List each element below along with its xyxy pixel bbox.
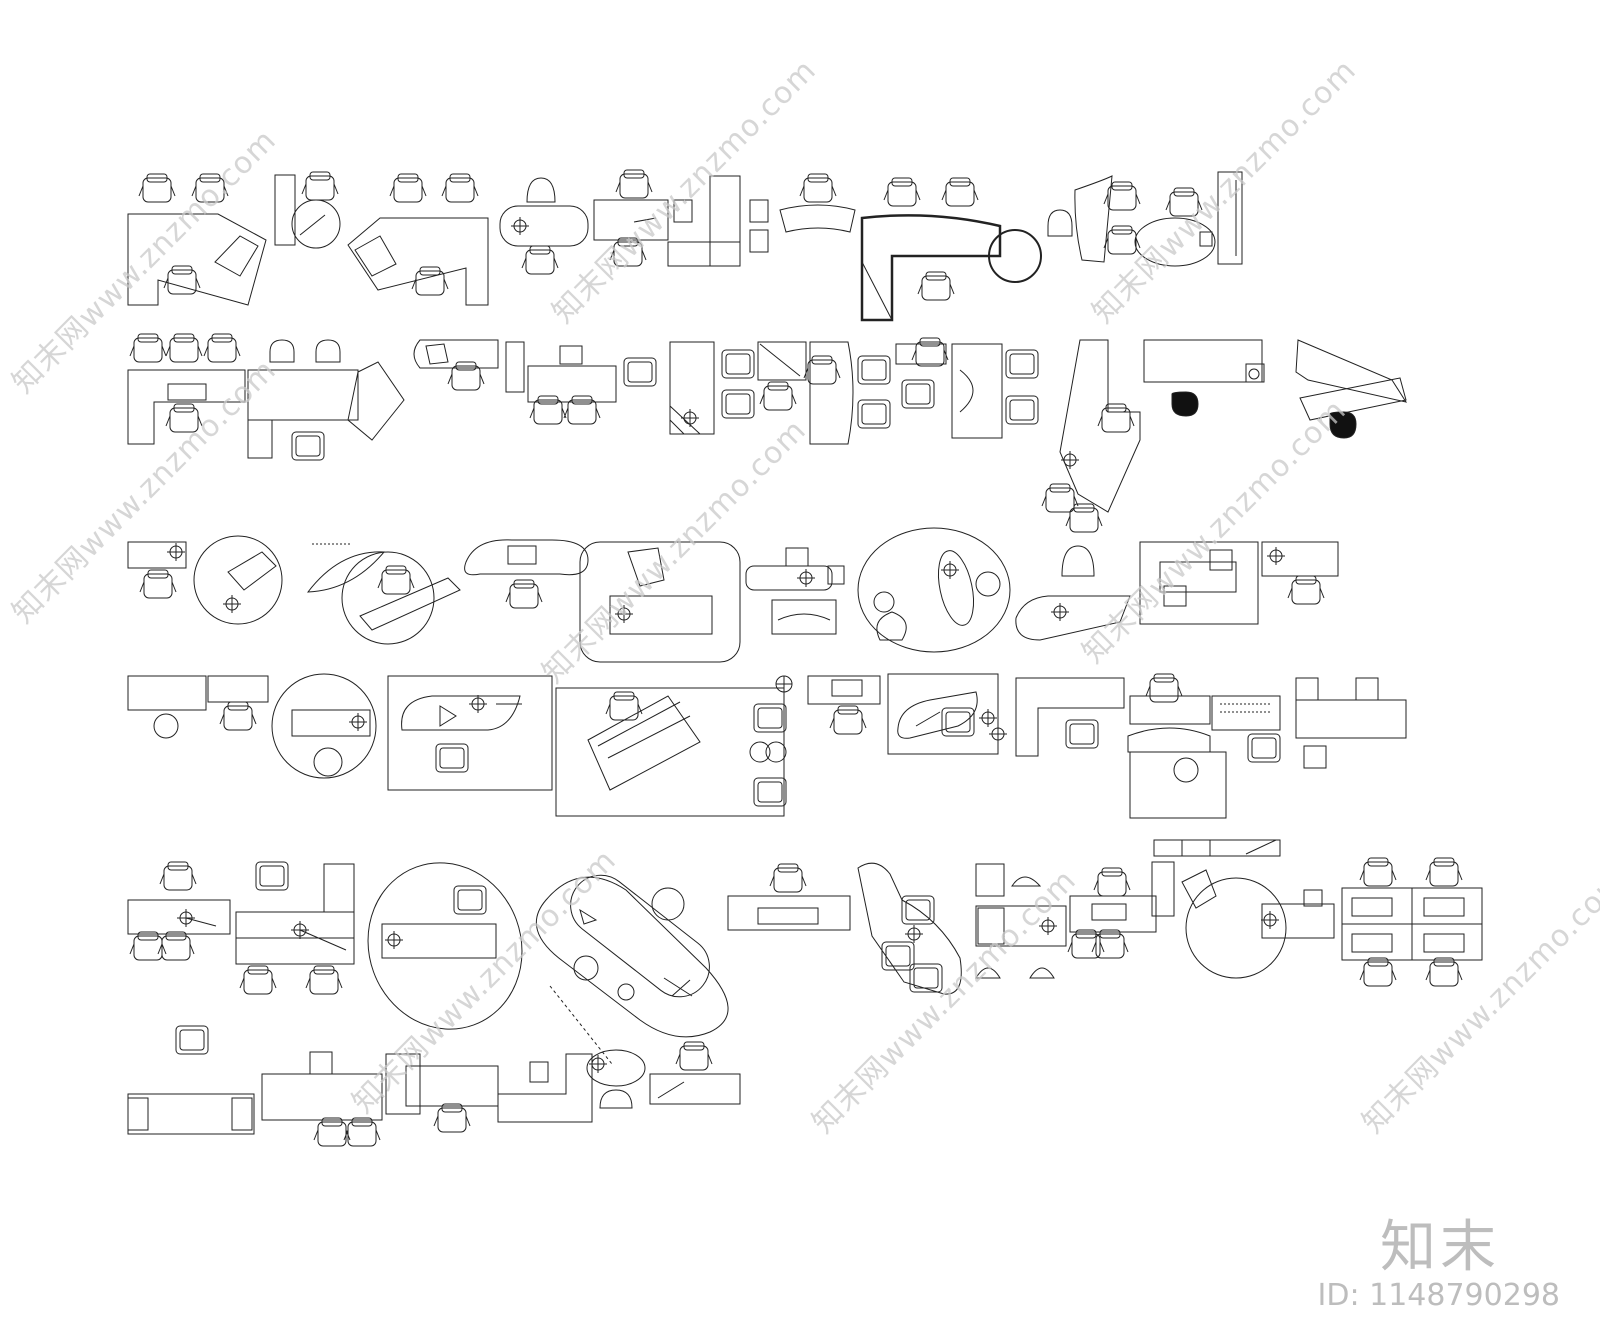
block-sofa-meeting	[1128, 673, 1281, 818]
block-desk-room	[1140, 542, 1338, 624]
block-angled-reception	[1016, 546, 1130, 640]
block-long-diagonal-desk	[1041, 340, 1140, 533]
block-sofa-desk	[746, 548, 844, 634]
block-large-lounge-room	[556, 676, 792, 816]
block-rounded-desk	[414, 340, 498, 391]
block-reception-desk	[128, 333, 245, 444]
block-oval-meeting	[1135, 172, 1242, 266]
block-oval-table-room	[888, 674, 1008, 754]
block-oval-office	[345, 841, 545, 1051]
block-lounge-desk	[623, 342, 755, 434]
block-workstation-cluster	[236, 861, 354, 995]
block-meeting-desk	[857, 337, 1039, 438]
block-l-workstation	[1016, 678, 1124, 756]
block-organic-desk	[858, 863, 961, 994]
image-id-label: ID: 1148790298	[1317, 1278, 1560, 1313]
block-quad-workstation	[1342, 857, 1482, 987]
block-narrow-desk	[808, 676, 880, 735]
block-executive-l-desk-bold	[862, 177, 1041, 320]
block-offset-desk	[386, 1054, 498, 1133]
block-straight-desk-dark-chair	[1144, 340, 1264, 416]
block-curved-exec-desk	[758, 342, 853, 444]
block-l-desk-small	[498, 1054, 592, 1122]
block-circle-room-3	[272, 674, 376, 778]
block-desk-with-pedestals	[128, 1025, 254, 1134]
block-long-desk-4	[262, 1052, 382, 1147]
brand-logo: 知末	[1380, 1215, 1500, 1280]
block-desk-with-side	[506, 342, 616, 425]
block-circle-room-2	[342, 552, 460, 644]
block-angled-desk	[248, 340, 404, 461]
block-twin-desks	[128, 676, 268, 738]
block-leaf-table	[308, 544, 384, 592]
block-cabinet-desk	[668, 176, 768, 266]
block-curved-desk	[780, 173, 855, 232]
block-oval-room	[858, 528, 1010, 652]
block-two-seat-desk	[1296, 678, 1406, 768]
block-oval-desk	[500, 178, 588, 275]
block-l-desk-1	[128, 173, 266, 305]
block-small-desk-1	[128, 542, 186, 599]
block-racetrack-conference	[536, 863, 728, 1064]
block-round-table-1	[275, 171, 340, 248]
block-straight-desk-2	[728, 863, 850, 930]
block-parallelogram-room	[388, 676, 552, 790]
block-oval-and-desk	[587, 1041, 740, 1108]
block-circle-room-1	[194, 536, 282, 624]
block-rect-desk-1	[594, 169, 668, 267]
block-l-desk-2	[348, 173, 488, 305]
block-rounded-room	[580, 542, 740, 662]
block-curved-reception	[465, 540, 588, 609]
block-reception-curve	[1048, 176, 1141, 262]
block-circle-desk-corner	[1154, 840, 1334, 978]
block-desk-pair-chairs	[128, 861, 230, 961]
block-desk-chairs-3	[1067, 862, 1174, 959]
block-cross-desk	[1296, 340, 1406, 438]
block-workstation-desk-3	[976, 864, 1066, 978]
